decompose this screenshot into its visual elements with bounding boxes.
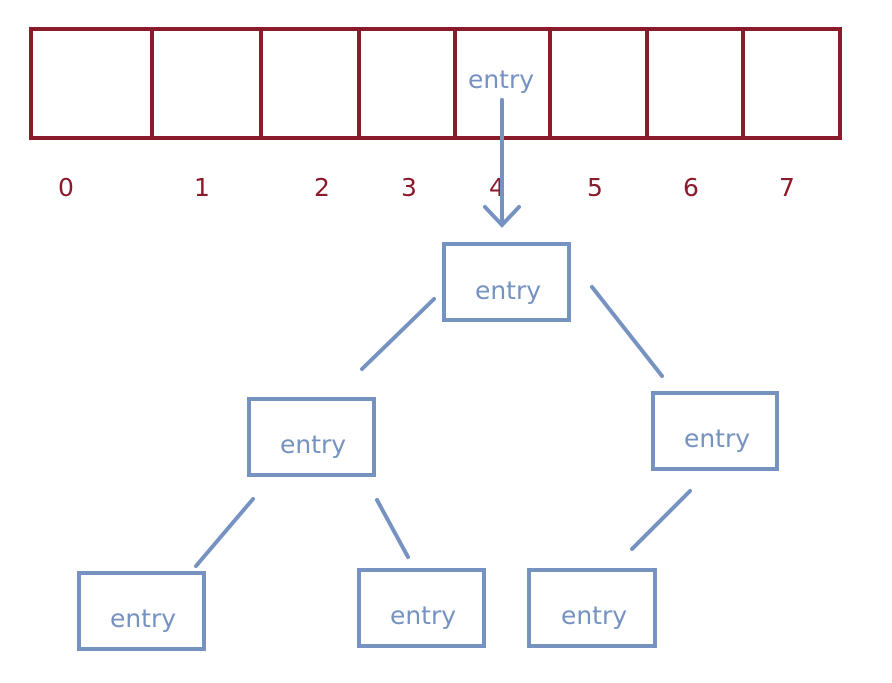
tree-edge bbox=[194, 497, 255, 568]
array-index-labels: 0 1 2 3 4 5 6 7 bbox=[58, 173, 795, 202]
tree-node-right bbox=[651, 391, 779, 471]
tree-node-left-left bbox=[77, 571, 206, 651]
array-index-label: 5 bbox=[587, 173, 603, 202]
tree-node-root-label: entry bbox=[475, 276, 541, 305]
tree-node-left-label: entry bbox=[280, 430, 346, 459]
array-index-label: 2 bbox=[314, 173, 330, 202]
tree-edge bbox=[375, 498, 410, 559]
array-dividers bbox=[150, 29, 745, 138]
array-frame bbox=[29, 27, 842, 140]
tree-node-right-label: entry bbox=[684, 424, 750, 453]
tree-edge bbox=[630, 489, 692, 551]
array-index-label: 7 bbox=[779, 173, 795, 202]
tree-node-root bbox=[442, 242, 571, 322]
array-index-label: 6 bbox=[683, 173, 699, 202]
array-index-label: 1 bbox=[194, 173, 210, 202]
slot-to-root-arrow bbox=[483, 98, 521, 228]
array-slot-entry-label: entry bbox=[468, 65, 534, 94]
tree-node-right-left-label: entry bbox=[561, 601, 627, 630]
tree-edge bbox=[590, 285, 664, 378]
tree-node-left-left-label: entry bbox=[110, 604, 176, 633]
tree-node-left-right-label: entry bbox=[390, 601, 456, 630]
tree-node-right-left bbox=[527, 568, 657, 648]
tree-node-left-right bbox=[357, 568, 486, 648]
array-index-label: 3 bbox=[401, 173, 417, 202]
tree-nodes bbox=[77, 242, 779, 651]
array-index-label: 0 bbox=[58, 173, 74, 202]
tree-edges bbox=[194, 285, 692, 568]
tree-node-labels: entry entry entry entry entry entry bbox=[110, 276, 750, 633]
tree-edge bbox=[360, 297, 436, 371]
arrow-head bbox=[483, 205, 521, 228]
tree-node-left bbox=[247, 397, 376, 477]
